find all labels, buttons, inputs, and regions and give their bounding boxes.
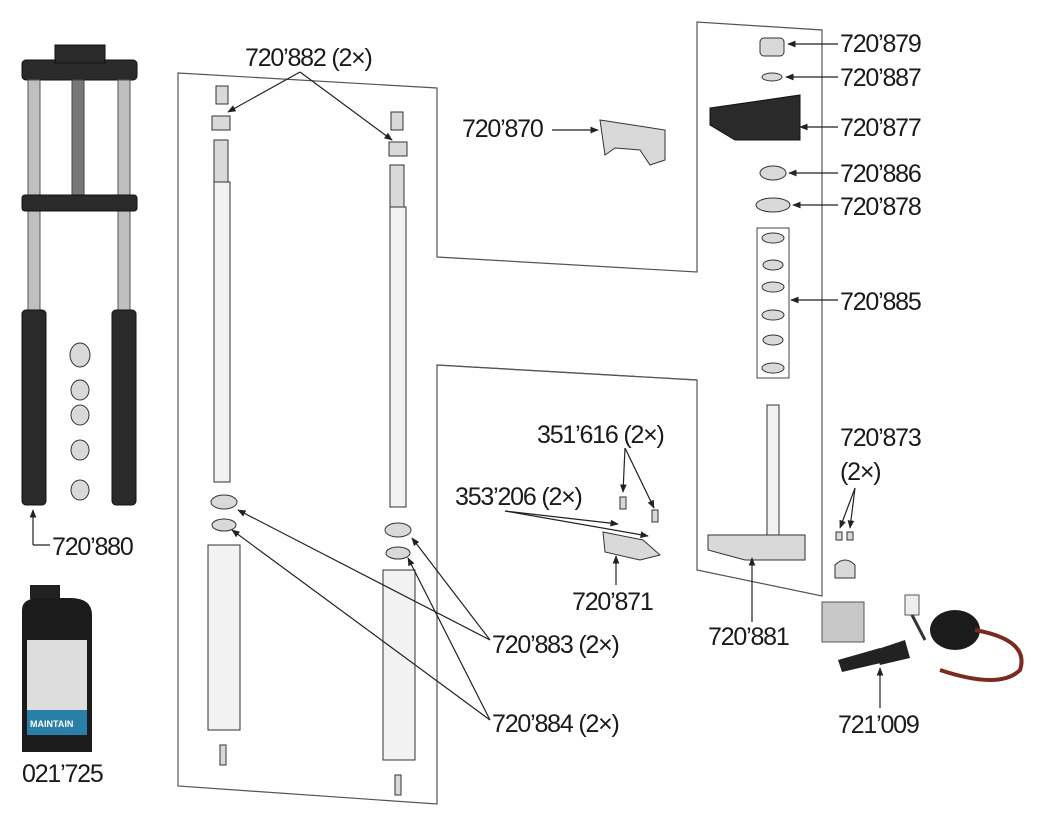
fork-leg-left — [207, 85, 241, 766]
label-720873-qty: (2×) — [840, 458, 880, 486]
screw-351616-image — [651, 509, 659, 523]
label-720879: 720’879 — [840, 30, 921, 58]
label-720884: 720’884 (2×) — [492, 710, 619, 738]
frame-divider — [436, 364, 698, 381]
label-351616: 351’616 (2×) — [537, 421, 664, 449]
label-720886: 720’886 — [840, 160, 921, 188]
label-720880: 720’880 — [52, 533, 133, 561]
complete-fork-assembly-image — [21, 44, 138, 506]
label-720883: 720’883 (2×) — [492, 631, 619, 659]
label-353206: 353’206 (2×) — [455, 483, 582, 511]
label-720870: 720’870 — [462, 115, 543, 143]
label-720885: 720’885 — [840, 288, 921, 316]
fork-group-frame — [177, 21, 823, 805]
fork-oil-bottle-image: MAINTAIN — [22, 585, 92, 752]
label-721009: 721’009 — [838, 711, 919, 739]
steering-head-parts — [707, 37, 806, 561]
label-720871: 720’871 — [572, 588, 653, 616]
fork-leg-right — [382, 111, 416, 796]
oil-brand-text: MAINTAIN — [30, 719, 73, 729]
screw-351616-image — [619, 496, 627, 510]
label-720882: 720’882 (2×) — [245, 44, 372, 72]
bracket-720871-image — [602, 531, 662, 561]
bracket-720870-image — [599, 119, 666, 166]
label-021725: 021’725 — [22, 760, 103, 788]
label-720887: 720’887 — [840, 64, 921, 92]
label-720873: 720’873 — [840, 424, 921, 452]
screws-720873-image — [834, 531, 856, 579]
ignition-switch-set-image — [821, 594, 1024, 682]
label-720878: 720’878 — [840, 193, 921, 221]
label-720877: 720’877 — [840, 114, 921, 142]
label-720881: 720’881 — [708, 623, 789, 651]
